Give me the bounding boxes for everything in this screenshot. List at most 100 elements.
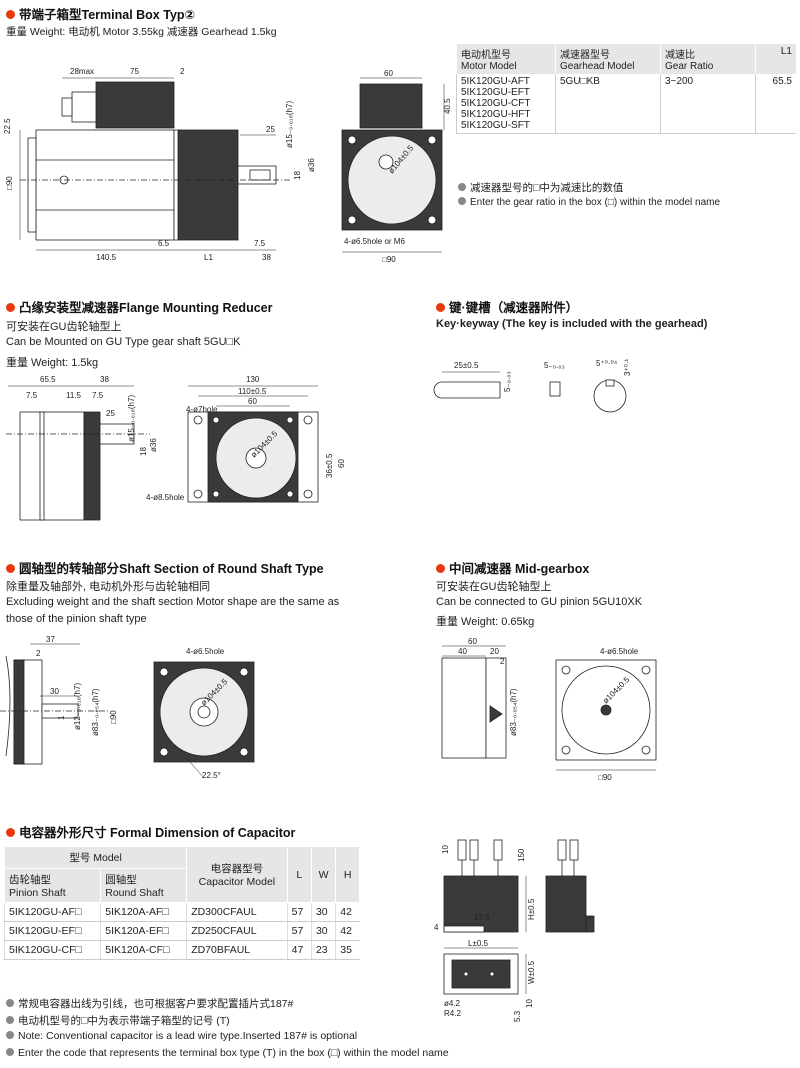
dim-25: 25 <box>266 125 275 134</box>
round-shaft-front-drawing: 4-ø6.5hole ø104±0.5 22.5° <box>153 647 255 780</box>
bullet-icon <box>436 564 445 573</box>
note-dot-icon <box>6 999 14 1007</box>
dim-key-5a: 5₋₀.₀₃ <box>503 371 512 392</box>
dim-90: □90 <box>109 710 118 724</box>
dim-36: 36±0.5 <box>325 453 334 478</box>
dim-37: 37 <box>46 635 55 644</box>
round-shaft-side-drawing: 37 2 30 1 ø12₋₀.₀₁₈(h7) ø83₋₀.₀₅₄(h7) □9… <box>0 635 118 765</box>
dim-key-25: 25±0.5 <box>454 361 479 370</box>
dim-22-5: 22.5 <box>3 118 12 134</box>
note-dot-icon <box>458 183 466 191</box>
dim-key-5c: 5⁺⁰·⁰⁴ <box>596 359 618 368</box>
th-l1: L1 <box>755 44 796 74</box>
dim-phi12: ø12₋₀.₀₁₈(h7) <box>73 683 82 730</box>
dim-28max: 28max <box>70 67 94 76</box>
dim-2: 2 <box>180 67 185 76</box>
capacitor-drawing: 10 150 17.5 4 H±0.5 L±0.5 W±0.5 10 5.3 ø… <box>434 839 595 1022</box>
dim-l1: L1 <box>204 253 213 262</box>
dim-7-5a: 7.5 <box>26 391 38 400</box>
sec2-weight: 重量 Weight: 1.5kg <box>6 357 99 369</box>
mid-gearbox-side-drawing: 60 40 20 2 ø83₋₀.₀₅₄(h7) <box>441 637 518 759</box>
dim-2: 2 <box>36 649 41 658</box>
dim-25: 25 <box>106 409 115 418</box>
key-keyway-drawing: 25±0.5 5₋₀.₀₃ 5₋₀.₀₃ 5⁺⁰·⁰⁴ 3⁺⁰·¹ <box>433 358 632 413</box>
dim-30: 30 <box>50 687 59 696</box>
dim-key-5b: 5₋₀.₀₃ <box>544 361 565 370</box>
dim-38: 38 <box>100 375 109 384</box>
dim-hole8: 4-ø8.5hole <box>146 493 185 502</box>
gear-ratio-cell: 3~200 <box>660 74 756 134</box>
sec3-title: 键·键槽（减速器附件） <box>436 297 578 316</box>
dim-6-5: 6.5 <box>158 239 170 248</box>
flange-front-drawing: 130 110±0.5 60 4-ø7hole ø104±0.5 36±0.5 … <box>146 375 346 503</box>
th-l: L <box>286 846 312 903</box>
l1-cell: 65.5 <box>755 74 796 134</box>
dim-2: 2 <box>500 657 505 666</box>
dim-hole: 4-ø6.5hole <box>600 647 639 656</box>
bullet-icon <box>6 828 15 837</box>
dim-10: 10 <box>441 845 450 854</box>
sec1-title: 带端子箱型Terminal Box Typ② <box>6 4 195 23</box>
dim-60: 60 <box>468 637 477 646</box>
sec6-title: 电容器外形尺寸 Formal Dimension of Capacitor <box>6 822 295 841</box>
dim-110: 110±0.5 <box>238 387 267 396</box>
dim-phi15: ø15₋₀.₀₁₈(h7) <box>127 395 136 442</box>
dim-38: 38 <box>262 253 271 262</box>
bullet-icon <box>6 10 15 19</box>
dim-60v: 60 <box>337 459 346 468</box>
dim-40: 40 <box>458 647 467 656</box>
dim-60: 60 <box>384 69 393 78</box>
bullet-icon <box>6 303 15 312</box>
dim-hole7: 4-ø7hole <box>186 405 218 414</box>
dim-20: 20 <box>490 647 499 656</box>
dim-130: 130 <box>246 375 260 384</box>
sec4-line2: Excluding weight and the shaft section M… <box>6 596 340 608</box>
note-dot-icon <box>6 1048 14 1056</box>
dim-150: 150 <box>517 848 526 862</box>
dim-18: 18 <box>139 447 148 456</box>
bullet-icon <box>6 564 15 573</box>
dim-11-5: 11.5 <box>66 391 82 400</box>
dim-90: □90 <box>598 773 612 782</box>
dim-hole: 4-ø6.5hole or M6 <box>344 237 405 246</box>
mid-gearbox-front-drawing: 4-ø6.5hole ø104±0.5 □90 <box>555 647 657 782</box>
dim-r4-2: R4.2 <box>444 1009 461 1018</box>
th-h: H <box>335 846 360 903</box>
dim-7-5: 7.5 <box>254 239 266 248</box>
sec1-note-1: 减速器型号的□中为减速比的数值 <box>458 180 623 195</box>
dim-65-5: 65.5 <box>40 375 56 384</box>
note-dot-icon <box>6 1016 14 1024</box>
note-dot-icon <box>458 197 466 205</box>
th-w: W <box>310 846 337 903</box>
flange-side-drawing: 65.5 38 7.5 11.5 7.5 25 ø15₋₀.₀₁₈(h7) 18… <box>6 375 158 521</box>
dim-phi83: ø83₋₀.₀₅₄(h7) <box>509 688 518 736</box>
sec5-line1: 可安装在GU齿轮轴型上 <box>436 581 552 593</box>
sec4-line1: 除重量及轴部外, 电动机外形与齿轮轴相同 <box>6 581 211 593</box>
dim-10b: 10 <box>525 999 534 1008</box>
dim-sq90: □90 <box>382 255 396 264</box>
terminal-box-side-drawing: 28max 75 2 22.5 25 ø15₋₀.₀₁₈(h7) ø36 18 … <box>3 67 316 262</box>
dim-1: 1 <box>57 715 66 720</box>
dim-angle: 22.5° <box>202 771 221 780</box>
dim-phi36: ø36 <box>149 438 158 452</box>
dim-phi83: ø83₋₀.₀₅₄(h7) <box>91 688 100 736</box>
dim-4: 4 <box>434 923 439 932</box>
gearhead-model-cell: 5GU□KB <box>555 74 661 134</box>
sec1-note-2: Enter the gear ratio in the box (□) with… <box>458 197 720 208</box>
sec6-note-1: 常规电容器出线为引线，也可根据客户要求配置插片式187# <box>6 996 293 1011</box>
sec6-note-4: Enter the code that represents the termi… <box>6 1047 449 1059</box>
note-dot-icon <box>6 1031 14 1039</box>
sec5-weight: 重量 Weight: 0.65kg <box>436 616 535 628</box>
dim-75: 75 <box>130 67 139 76</box>
sec2-line2: Can be Mounted on GU Type gear shaft 5GU… <box>6 336 241 348</box>
dim-phi36: ø36 <box>307 158 316 172</box>
